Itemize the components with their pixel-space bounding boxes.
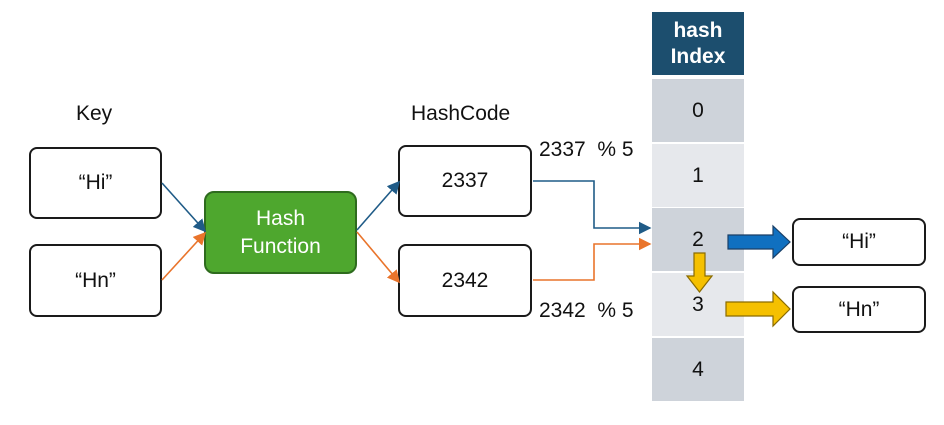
block-arrow-blue xyxy=(727,224,791,260)
hash-index-cell-1: 1 xyxy=(652,144,744,207)
hashcode-label: HashCode xyxy=(411,102,511,125)
block-arrow-gold-down xyxy=(685,252,714,293)
hash-index-cell-4: 4 xyxy=(652,338,744,401)
hash-index-header: hash Index xyxy=(652,12,744,75)
hashcode-box-2337: 2337 xyxy=(398,145,532,217)
block-arrow-gold xyxy=(725,290,791,328)
edge-hn-to-hash-function xyxy=(161,231,207,281)
edge-2337-to-index-2 xyxy=(533,180,652,235)
hash-function-line2: Function xyxy=(240,234,321,258)
stored-box-hi: “Hi” xyxy=(792,218,926,266)
key-box-hn: “Hn” xyxy=(29,244,162,317)
edge-hash-function-to-2337 xyxy=(356,180,401,231)
edge-2342-to-index-2 xyxy=(533,237,652,281)
modulo-label-2337: 2337 % 5 xyxy=(539,138,634,161)
hashcode-box-2342: 2342 xyxy=(398,244,532,317)
hash-index-header-line1: hash xyxy=(673,18,723,42)
key-box-hi: “Hi” xyxy=(29,147,162,219)
hash-index-cell-0: 0 xyxy=(652,79,744,142)
edge-hi-to-hash-function xyxy=(161,182,207,233)
edge-hash-function-to-2342 xyxy=(356,231,401,284)
modulo-label-2342: 2342 % 5 xyxy=(539,299,634,322)
stored-box-hn: “Hn” xyxy=(792,286,926,333)
hash-function-line1: Hash xyxy=(255,206,305,230)
hash-function-box: Hash Function xyxy=(204,191,357,274)
key-label: Key xyxy=(76,102,113,125)
hash-index-header-line2: Index xyxy=(670,44,726,68)
